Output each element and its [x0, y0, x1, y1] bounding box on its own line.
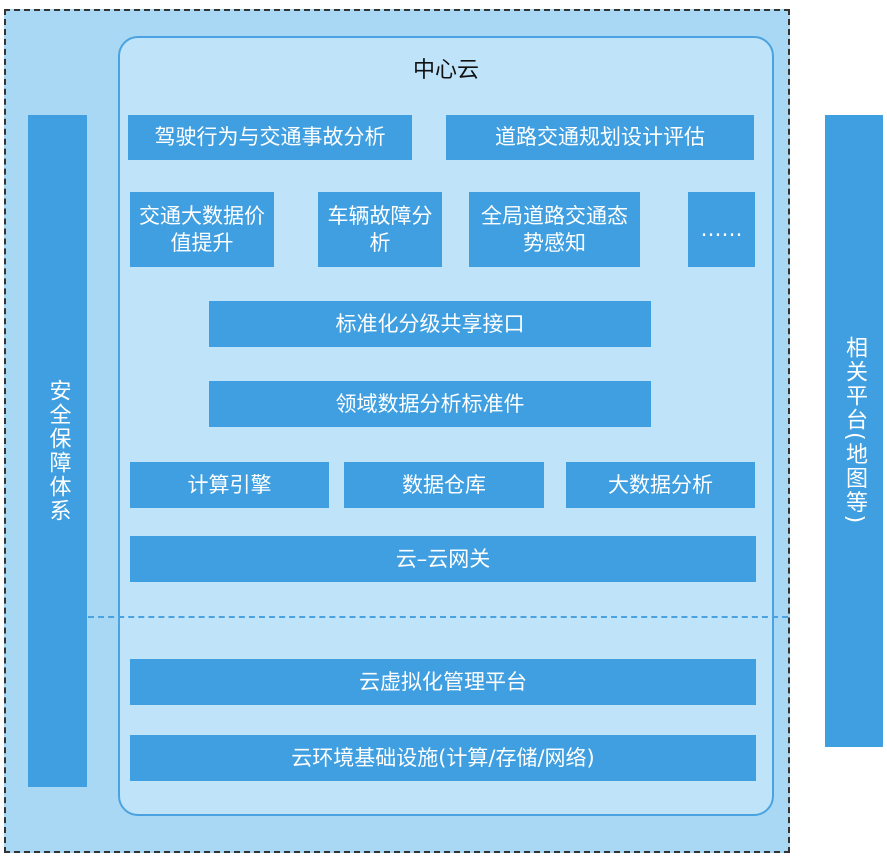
vehicle-fault-analysis-box: 车辆故障分析	[318, 192, 442, 267]
center-cloud-title: 中心云	[412, 58, 479, 83]
security-system-label: 安全保障体系	[45, 379, 71, 523]
virtualization-platform-box: 云虚拟化管理平台	[130, 659, 756, 705]
more-apps-box: ……	[688, 192, 755, 267]
driving-behavior-analysis-box: 驾驶行为与交通事故分析	[128, 115, 412, 160]
related-platforms-label: 相关平台(地图等)	[842, 336, 867, 526]
cloud-gateway-box: 云–云网关	[130, 536, 756, 582]
traffic-situation-awareness-box: 全局道路交通态势感知	[469, 192, 640, 267]
security-system-bar: 安全保障体系	[28, 115, 87, 787]
standard-interface-box: 标准化分级共享接口	[209, 301, 651, 347]
big-data-analysis-box: 大数据分析	[566, 462, 755, 508]
related-platforms-bar: 相关平台(地图等)	[825, 115, 883, 747]
data-warehouse-box: 数据仓库	[344, 462, 544, 508]
big-data-value-box: 交通大数据价值提升	[130, 192, 274, 267]
road-planning-evaluation-box: 道路交通规划设计评估	[446, 115, 754, 160]
domain-components-box: 领域数据分析标准件	[209, 381, 651, 427]
compute-engine-box: 计算引擎	[130, 462, 329, 508]
cloud-boundary-divider	[88, 616, 788, 618]
infrastructure-box: 云环境基础设施(计算/存储/网络)	[130, 735, 756, 781]
